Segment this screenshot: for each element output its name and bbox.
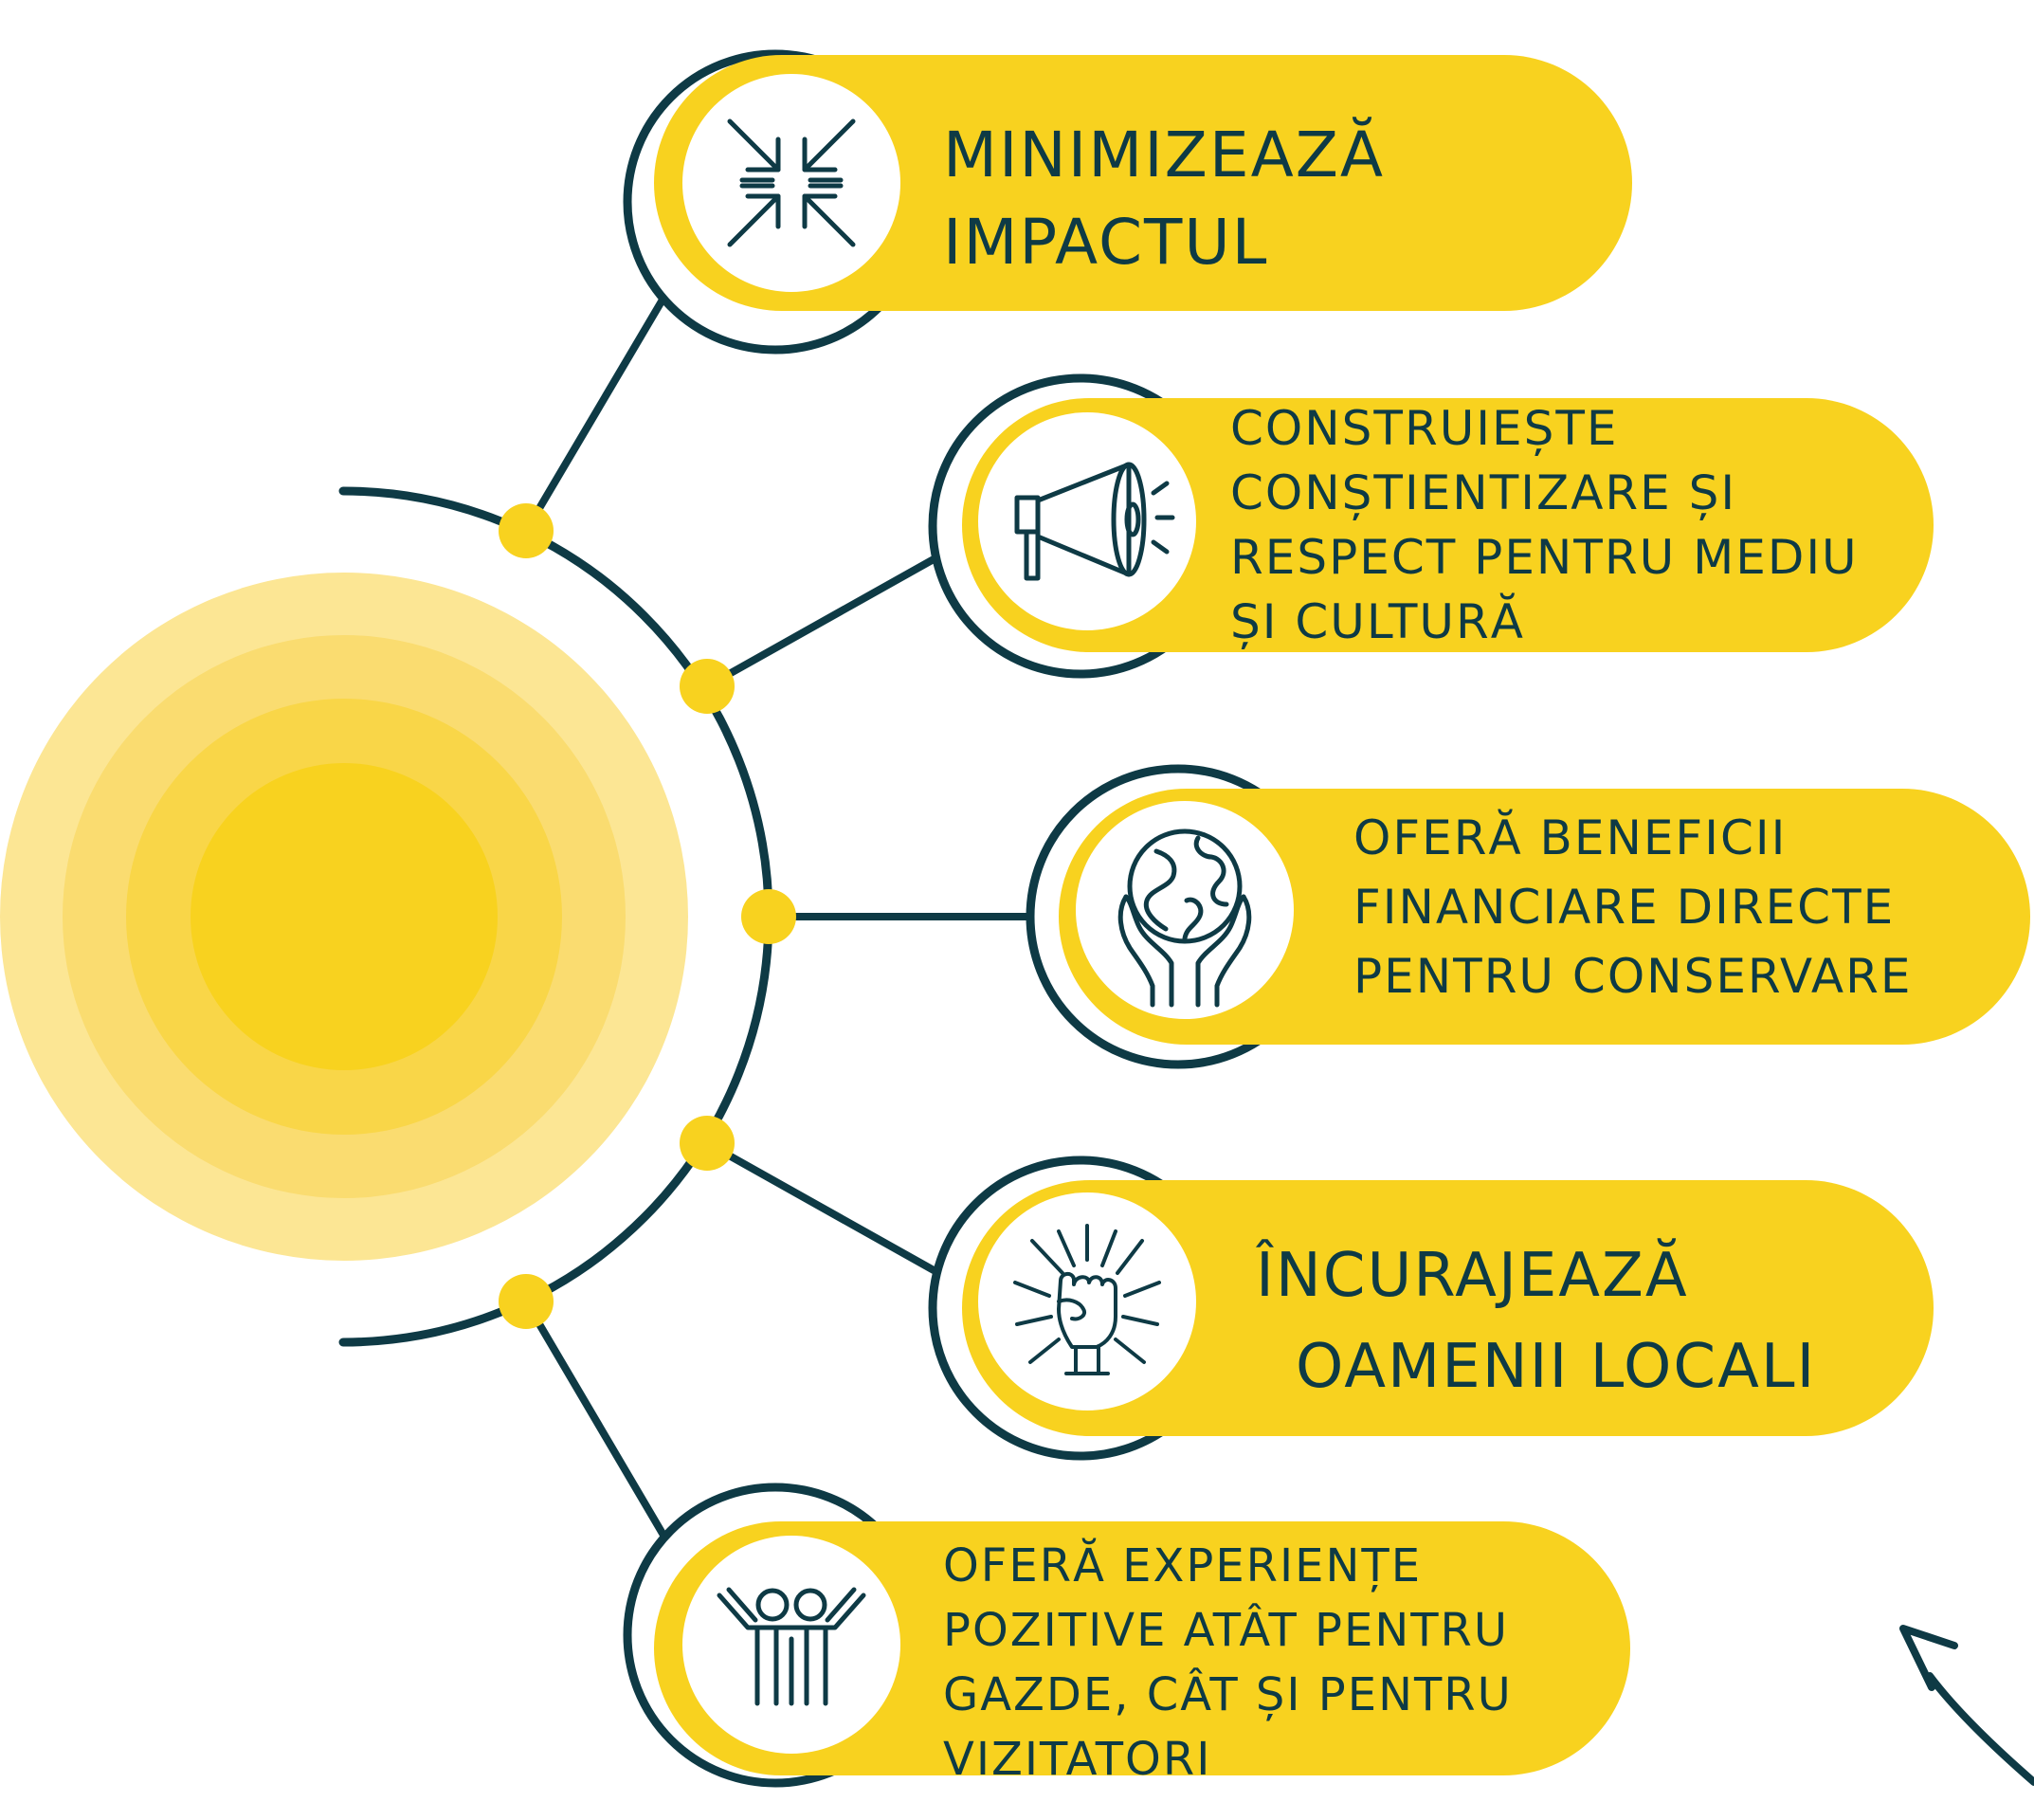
sun-core — [191, 763, 498, 1070]
two-people-cheering-icon — [717, 1587, 866, 1706]
item-3-label: Oferă beneficii financiare directe pentr… — [1353, 804, 1912, 1011]
item-3-shape — [1026, 764, 2030, 1069]
arrows-inward-icon — [727, 118, 856, 247]
connector-line-2 — [703, 555, 937, 690]
item-5-label-line-4: vizitatori — [943, 1733, 1212, 1786]
item-1-label: Minimizează impactul — [943, 112, 1385, 286]
item-5-pill — [654, 1521, 1630, 1775]
connector-dot-5 — [499, 1274, 554, 1329]
connector-lines — [522, 286, 1032, 1547]
item-3-label-line-1: Oferă beneficii — [1353, 810, 1788, 865]
connector-dot-2 — [680, 659, 735, 714]
connector-line-1 — [522, 286, 672, 535]
connector-line-5 — [522, 1298, 672, 1547]
item-1-icon-disc — [682, 74, 900, 292]
item-3-label-line-3: pentru conservare — [1353, 949, 1913, 1004]
item-5-label: Oferă experiențe pozitive atât pentru ga… — [943, 1534, 1513, 1792]
curved-arrow-icon — [1899, 1625, 2034, 1786]
connector-dot-4 — [680, 1116, 735, 1171]
item-1-shape — [623, 49, 1632, 355]
item-3-label-line-2: financiare directe — [1353, 880, 1896, 935]
connector-dot-3 — [741, 889, 796, 944]
item-2-shape — [928, 373, 1934, 679]
megaphone-icon — [1014, 462, 1175, 581]
item-5-label-line-3: gazde, cât și pentru — [943, 1668, 1513, 1721]
item-4-label-line-1: Încurajează — [1256, 1241, 1689, 1311]
item-4-label: Încurajează oamenii locali — [1256, 1230, 1816, 1412]
item-5-shape — [623, 1483, 1630, 1788]
item-1-label-line-1: Minimizează — [943, 118, 1386, 191]
item-4-shape — [928, 1156, 1934, 1461]
item-3-pill — [1059, 789, 2030, 1045]
item-2-label: Construiește conștientizare și respect p… — [1230, 396, 1859, 654]
item-4-label-line-2: oamenii locali — [1296, 1332, 1817, 1402]
connector-line-4 — [703, 1139, 937, 1274]
raised-fist-icon — [1013, 1224, 1161, 1375]
item-2-pill — [962, 398, 1934, 652]
connector-dots — [499, 503, 796, 1329]
globe-in-hands-icon — [1117, 828, 1252, 1008]
item-2-icon-disc — [978, 412, 1196, 630]
item-2-label-line-4: și cultură — [1230, 594, 1525, 649]
item-4-icon-disc — [978, 1192, 1196, 1410]
connector-dot-1 — [499, 503, 554, 558]
item-1-label-line-2: impactul — [943, 206, 1269, 279]
item-3-icon-disc — [1076, 801, 1294, 1019]
item-5-label-line-1: Oferă experiențe — [943, 1539, 1423, 1592]
item-1-pill — [654, 55, 1632, 311]
central-sun — [0, 573, 688, 1261]
item-2-label-line-1: Construiește — [1230, 401, 1619, 456]
item-5-label-line-2: pozitive atât pentru — [943, 1604, 1510, 1657]
item-2-label-line-2: conștientizare și — [1230, 465, 1737, 520]
item-2-label-line-3: respect pentru mediu — [1230, 530, 1859, 585]
item-4-pill — [962, 1180, 1934, 1436]
